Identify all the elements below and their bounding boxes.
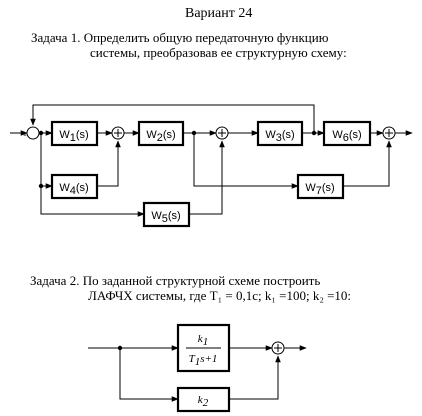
block-w4: W4(s) xyxy=(50,173,99,200)
variant-title: Вариант 24 xyxy=(185,6,253,21)
block-k1-over-T1s-plus-1: k1 T1s+1 xyxy=(176,323,231,373)
block-w5: W5(s) xyxy=(142,201,191,228)
svg-text:W7(s): W7(s) xyxy=(305,182,334,197)
diagram1-branch-points xyxy=(38,130,317,189)
task2-title: Задача 2. По заданной структурной схеме … xyxy=(30,273,321,288)
svg-text:W2(s): W2(s) xyxy=(146,129,175,144)
block-w3: W3(s) xyxy=(256,120,304,147)
svg-text:T1s+1: T1s+1 xyxy=(189,353,218,368)
sum-junction-3 xyxy=(215,126,229,140)
sum-junction-4 xyxy=(382,126,396,140)
task1-continuation: системы, преобразовав ее структурную схе… xyxy=(90,45,347,60)
task2-continuation: ЛАФЧХ системы, где T₁ = 0,1с; k₁ =100; k… xyxy=(88,288,352,303)
task1-title: Задача 1. Определить общую передаточную … xyxy=(31,30,329,45)
block-w6: W6(s) xyxy=(322,120,372,147)
minus-sign: - xyxy=(23,129,27,141)
svg-text:W1(s): W1(s) xyxy=(59,129,88,144)
block-w1: W1(s) xyxy=(50,120,99,147)
block-k2: k2 xyxy=(176,386,231,413)
diagram1-connections xyxy=(10,104,413,217)
block-w7: W7(s) xyxy=(296,173,345,200)
sum-junction-1: - xyxy=(23,126,40,141)
sum-junction-5 xyxy=(271,341,285,355)
svg-text:W5(s): W5(s) xyxy=(151,210,180,225)
svg-text:k2: k2 xyxy=(198,394,209,409)
svg-text:k1: k1 xyxy=(198,333,208,348)
diagram2-connections xyxy=(88,345,307,402)
sum-junction-2 xyxy=(111,126,125,140)
svg-text:W6(s): W6(s) xyxy=(332,129,361,144)
block-w2: W2(s) xyxy=(137,120,185,147)
svg-text:W4(s): W4(s) xyxy=(59,182,88,197)
svg-text:W3(s): W3(s) xyxy=(265,129,294,144)
